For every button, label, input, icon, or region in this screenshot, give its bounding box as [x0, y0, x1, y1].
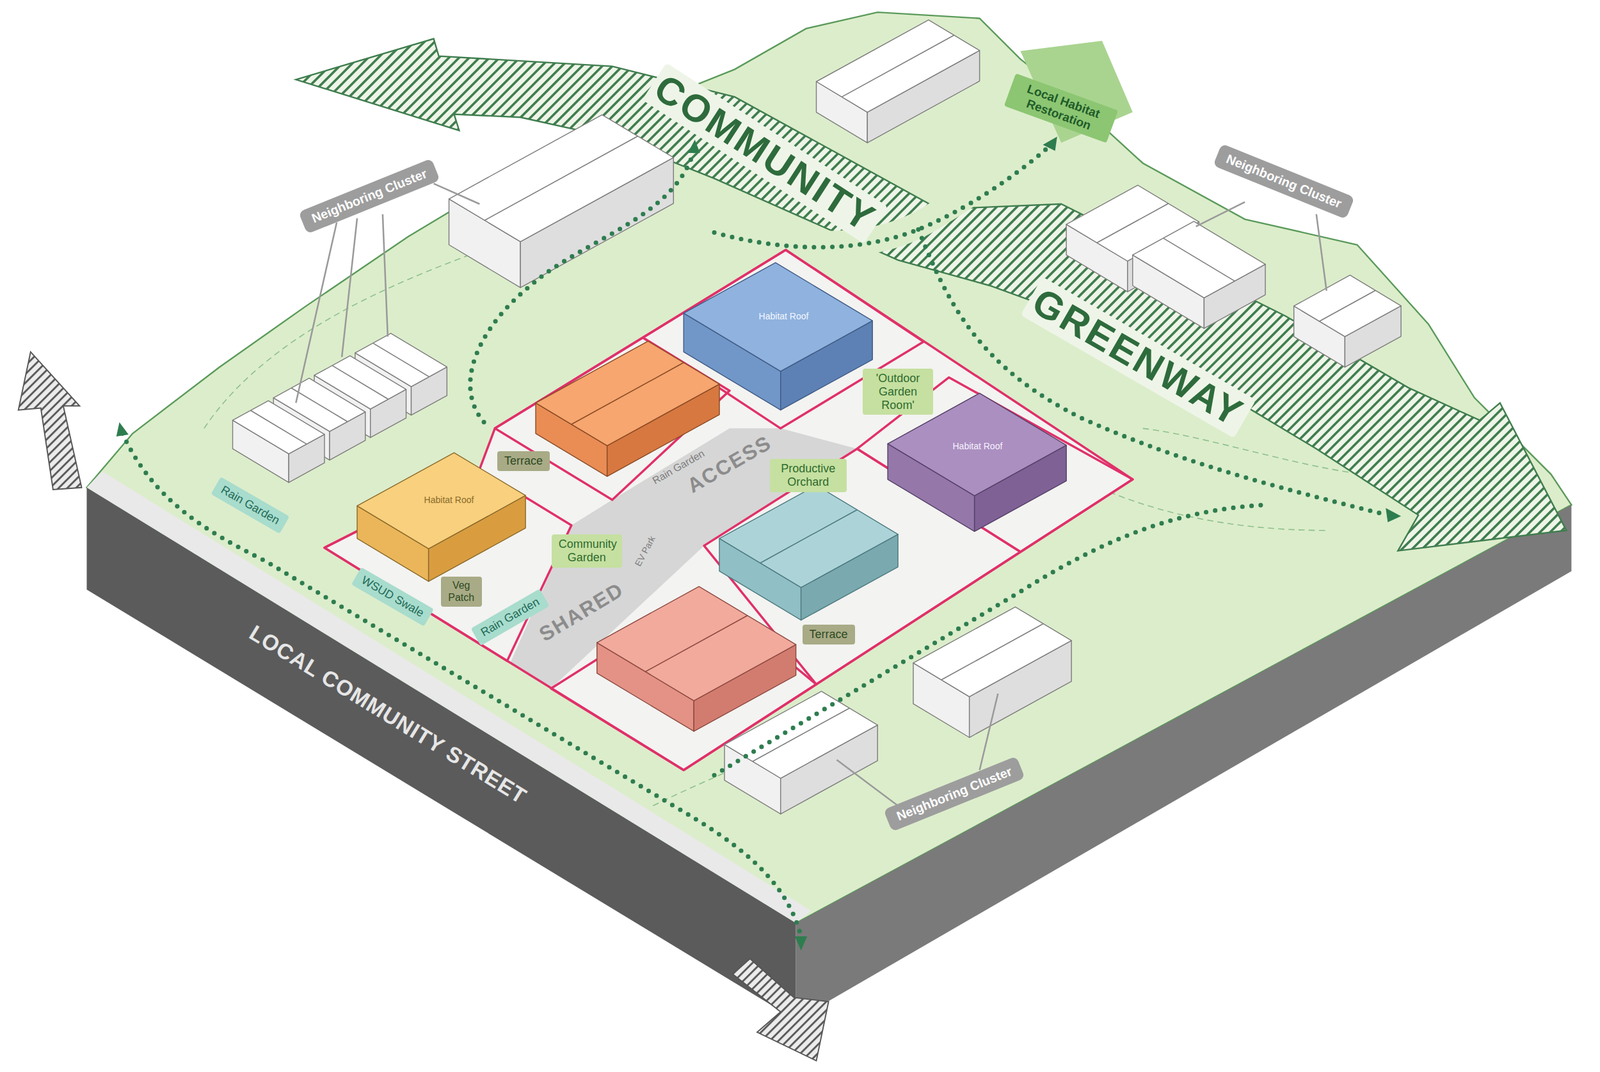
dotted-path [918, 229, 1388, 516]
arrowhead [116, 422, 129, 437]
arrowhead [688, 139, 701, 153]
building-roof [535, 341, 720, 446]
roof-ridge [760, 509, 857, 563]
roof-ridge [841, 35, 954, 97]
leader-line [433, 183, 480, 205]
water-tag: Rain Garden [210, 476, 290, 534]
dotted-path [470, 151, 694, 427]
roof-ridge [484, 136, 638, 221]
node-text: Local Habitat Restoration [1011, 78, 1111, 138]
building-roof [597, 586, 797, 701]
ground-surface [87, 12, 1572, 923]
greenway-band [295, 39, 1567, 552]
corridor-name: GREENWAY [1020, 276, 1256, 438]
building-roof [449, 114, 674, 242]
road-name: ACCESS [682, 430, 777, 499]
arrowhead [794, 936, 808, 951]
habitat-tag: Local Habitat Restoration [1004, 73, 1119, 144]
node-text: Rain Garden [218, 483, 282, 528]
leader-line [836, 759, 898, 806]
water-tag: WSUD Swale [351, 567, 434, 627]
building-roof [1294, 275, 1401, 337]
leader-line [382, 214, 388, 337]
roof-note: Habitat Roof [757, 311, 811, 322]
street-arrow [732, 958, 829, 1061]
leader-lines [295, 183, 1327, 806]
street-name: LOCAL COMMUNITY STREET [243, 619, 533, 810]
node-text: 'Outdoor Garden Room' [869, 371, 927, 412]
roof-ridge [752, 707, 850, 761]
arrowhead [1042, 136, 1057, 152]
callout-box: Neighboring Cluster [1212, 144, 1355, 220]
building-roof [816, 19, 980, 112]
node-text: Neighboring Cluster [309, 165, 430, 226]
node-text: Neighboring Cluster [894, 764, 1014, 824]
roof-ridge [941, 624, 1044, 681]
node-text: Terrace [809, 627, 848, 642]
buildings [232, 19, 1402, 815]
node-text: Productive Orchard [776, 462, 840, 489]
corridor-name: COMMUNITY [642, 62, 889, 244]
dotted-path [122, 433, 801, 937]
building-roof [913, 606, 1072, 697]
node-text: Community Garden [558, 537, 616, 564]
node-text: Rain Garden [478, 595, 543, 640]
roof-ridge [571, 362, 684, 425]
roof-ridge [1319, 290, 1376, 322]
leader-line [979, 693, 999, 771]
terrace-tag: Terrace [497, 451, 550, 472]
leader-line [295, 222, 337, 403]
roof-ridge [1096, 203, 1169, 243]
roof-ridge [645, 615, 747, 672]
veg-tag: Veg Patch [440, 576, 482, 607]
node-text: WSUD Swale [359, 574, 427, 621]
building-roof [719, 485, 898, 588]
dotted-path [714, 504, 1266, 776]
leader-line [341, 218, 358, 358]
road-name: SHARED [534, 577, 630, 648]
node-text: Neighboring Cluster [1223, 151, 1344, 212]
garden-tag: Productive Orchard [769, 458, 847, 492]
garden-tag: Community Garden [551, 534, 623, 568]
building-roof [724, 691, 878, 779]
roof-ridge [291, 387, 348, 422]
leader-line [1196, 202, 1246, 227]
roof-ridge [1163, 238, 1236, 281]
street-arrow [18, 352, 82, 490]
roof-note: Habitat Roof [951, 440, 1005, 452]
leader-line [1316, 214, 1327, 292]
building-roof [683, 262, 873, 372]
callout-box: Neighboring Cluster [883, 755, 1026, 832]
parcel-outline [324, 249, 1133, 770]
building-roof [232, 400, 325, 454]
roof-ridge [332, 365, 389, 400]
parcel-outline [324, 469, 572, 662]
roof-note: Habitat Roof [423, 494, 476, 505]
arrowhead [1385, 508, 1401, 523]
water-tag: Rain Garden [471, 588, 550, 646]
building-roof [1132, 221, 1266, 299]
walking-paths [122, 144, 1388, 937]
roof-ridge [250, 410, 307, 445]
garden-tag: 'Outdoor Garden Room' [862, 368, 934, 415]
terrace-tag: Terrace [802, 624, 856, 645]
path-arrowheads [116, 136, 1401, 952]
node-text: Veg Patch [448, 579, 475, 604]
parcel-lines [324, 249, 1133, 770]
node-text: Terrace [504, 454, 543, 468]
callout-box: Neighboring Cluster [298, 158, 441, 234]
road-note: EV Park [632, 533, 658, 569]
roof-ridge [373, 343, 430, 377]
parcel-ground [324, 249, 1133, 770]
